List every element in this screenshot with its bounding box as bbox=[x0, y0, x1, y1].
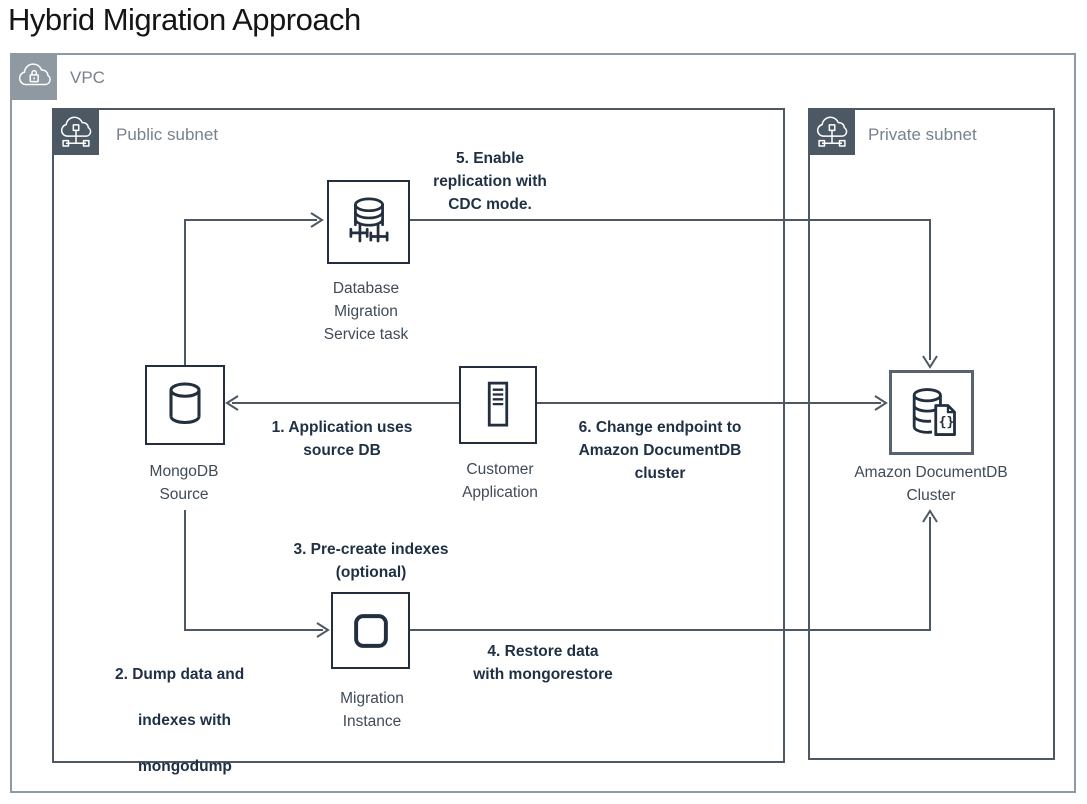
node-migration-instance bbox=[331, 592, 410, 669]
dms-database-icon bbox=[349, 197, 388, 243]
private-subnet-icon-box bbox=[808, 108, 855, 155]
step-2-line-3: mongodump bbox=[138, 758, 232, 775]
cloud-lock-icon bbox=[18, 62, 51, 85]
public-subnet-icon-box bbox=[52, 108, 99, 155]
connector-instance-to-documentdb bbox=[410, 517, 931, 631]
instance-rounded-square bbox=[353, 613, 388, 648]
customer-application-label: Customer Application bbox=[462, 461, 538, 501]
node-dms bbox=[327, 180, 410, 264]
vpc-label: VPC bbox=[70, 68, 105, 87]
node-mongodb bbox=[145, 365, 225, 445]
instance-icon bbox=[353, 613, 388, 648]
arrowhead-right-dms bbox=[310, 212, 324, 228]
connector-mongodb-to-dms bbox=[184, 219, 317, 365]
network-cloud-icon bbox=[816, 116, 847, 147]
migration-instance-label: Migration Instance bbox=[340, 690, 404, 730]
private-subnet-group bbox=[808, 108, 1055, 760]
step-4-label: 4. Restore data with mongorestore bbox=[473, 643, 613, 683]
arrowhead-left-mongodb bbox=[225, 395, 239, 411]
step-2-line-1: 2. Dump data and bbox=[115, 666, 245, 683]
mongodb-label: MongoDB Source bbox=[149, 463, 219, 503]
arrowhead-down-documentdb bbox=[922, 355, 938, 369]
step-5-label: 5. Enable replication with CDC mode. bbox=[433, 150, 547, 213]
documentdb-icon: {} bbox=[912, 387, 956, 436]
public-subnet-label: Public subnet bbox=[116, 125, 219, 144]
public-subnet-group bbox=[52, 108, 785, 763]
svg-text:{}: {} bbox=[938, 415, 954, 430]
connector-mongodb-to-instance bbox=[184, 510, 323, 631]
dms-label: Database Migration Service task bbox=[323, 280, 409, 343]
step-2-label: 2. Dump data and indexes with mongodump bbox=[115, 640, 305, 801]
step-1-label: 1. Application uses source DB bbox=[271, 419, 413, 459]
step-6-label: 6. Change endpoint to Amazon DocumentDB … bbox=[578, 419, 742, 482]
vpc-icon-box bbox=[10, 53, 57, 100]
step-3-label: 3. Pre-create indexes (optional) bbox=[293, 541, 449, 581]
step-2-line-2: indexes with bbox=[138, 712, 232, 729]
arrowhead-right-instance bbox=[316, 622, 330, 638]
database-cylinder-icon bbox=[169, 382, 201, 424]
server-icon bbox=[487, 381, 509, 427]
connector-dms-to-documentdb bbox=[410, 219, 931, 360]
network-cloud-icon bbox=[60, 116, 91, 147]
page-title: Hybrid Migration Approach bbox=[8, 2, 361, 37]
arrowhead-right-documentdb bbox=[874, 395, 888, 411]
node-documentdb: {} bbox=[889, 370, 974, 455]
vpc-group bbox=[10, 53, 1076, 793]
node-customer-application bbox=[459, 366, 537, 444]
private-subnet-label: Private subnet bbox=[868, 125, 977, 144]
documentdb-label: Amazon DocumentDB Cluster bbox=[854, 464, 1008, 504]
arrowhead-up-documentdb bbox=[922, 509, 938, 523]
